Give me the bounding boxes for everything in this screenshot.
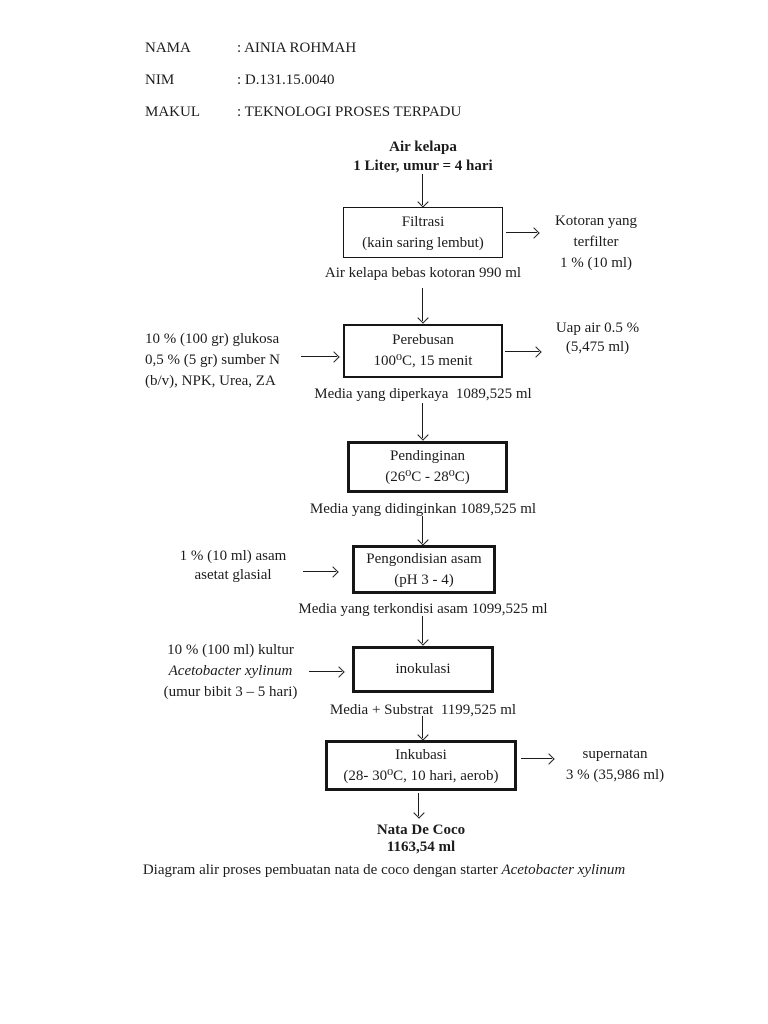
uap-line2: (5,475 ml) bbox=[565, 339, 630, 355]
glukosa-line2: 0,5 % (5 gr) sumber N bbox=[145, 352, 280, 368]
flow-box-pendinginan: Pendinginan (26⁰C - 28⁰C) bbox=[347, 441, 508, 493]
arrow-right-perebusan-to-uap-icon bbox=[505, 351, 539, 352]
arrow-right-filtrasi-to-kotoran-icon bbox=[506, 232, 537, 233]
stream-label-media-diperkaya: Media yang diperkaya 1089,525 ml bbox=[314, 386, 532, 402]
inkubasi-line2: (28- 30⁰C, 10 hari, aerob) bbox=[343, 767, 499, 784]
supernatan-line1: supernatan bbox=[582, 746, 648, 762]
figure-caption: Diagram alir proses pembuatan nata de co… bbox=[84, 860, 684, 880]
pendinginan-line2: (26⁰C - 28⁰C) bbox=[385, 469, 470, 485]
arrow-down-inkubasi-to-product-icon bbox=[418, 793, 419, 816]
flow-source-label: Air kelapa 1 Liter, umur = 4 hari bbox=[258, 138, 588, 176]
output-label-kotoran: Kotoran yang terfilter 1 % (10 ml) bbox=[540, 211, 652, 274]
arrow-right-asam-to-pengondisian-icon bbox=[303, 571, 336, 572]
flow-box-perebusan: Perebusan 100⁰C, 15 menit bbox=[343, 324, 503, 378]
supernatan-line2: 3 % (35,986 ml) bbox=[565, 767, 665, 783]
input-label-kultur: 10 % (100 ml) kultur Acetobacter xylinum… bbox=[148, 640, 313, 703]
arrow-right-glukosa-to-perebusan-icon bbox=[301, 356, 337, 357]
uap-line1: Uap air 0.5 % bbox=[555, 320, 640, 336]
kotoran-line1: Kotoran yang bbox=[554, 213, 638, 229]
student-info-header: NAMA : AINIA ROHMAH NIM : D.131.15.0040 … bbox=[145, 41, 461, 137]
asam-line2: asetat glasial bbox=[194, 567, 272, 583]
kultur-line1: 10 % (100 ml) kultur bbox=[167, 642, 294, 658]
source-subtitle: 1 Liter, umur = 4 hari bbox=[353, 158, 493, 174]
flow-box-pengondisian-asam: Pengondisian asam (pH 3 - 4) bbox=[352, 545, 496, 594]
kultur-species-line: Acetobacter xylinum bbox=[168, 663, 293, 679]
kultur-line3: (umur bibit 3 – 5 hari) bbox=[163, 684, 298, 700]
nama-value: : AINIA ROHMAH bbox=[237, 40, 357, 56]
header-row-nama: NAMA : AINIA ROHMAH bbox=[145, 41, 461, 56]
output-label-supernatan: supernatan 3 % (35,986 ml) bbox=[555, 744, 675, 786]
nama-label: NAMA bbox=[145, 40, 191, 56]
pengondisian-line1: Pengondisian asam bbox=[366, 550, 482, 567]
nim-value: : D.131.15.0040 bbox=[237, 72, 335, 88]
pendinginan-line1: Pendinginan bbox=[390, 448, 465, 464]
output-label-uap-air: Uap air 0.5 % (5,475 ml) bbox=[540, 319, 655, 357]
flow-box-inkubasi: Inkubasi (28- 30⁰C, 10 hari, aerob) bbox=[325, 740, 517, 791]
arrow-down-filtrasi-to-perebusan-icon bbox=[422, 288, 423, 321]
perebusan-line2: 100⁰C, 15 menit bbox=[373, 353, 473, 369]
input-label-asam-asetat: 1 % (10 ml) asam asetat glasial bbox=[158, 547, 308, 585]
stream-label-media-didinginkan: Media yang didinginkan 1089,525 ml bbox=[309, 501, 537, 517]
arrow-right-inkubasi-to-supernatan-icon bbox=[521, 758, 552, 759]
product-line1: Nata De Coco bbox=[376, 822, 466, 838]
makul-value: : TEKNOLOGI PROSES TERPADU bbox=[237, 104, 462, 120]
caption-species: Acetobacter xylinum bbox=[501, 862, 626, 878]
arrow-down-pendinginan-to-pengondisian-icon bbox=[422, 516, 423, 543]
header-row-nim: NIM : D.131.15.0040 bbox=[145, 73, 461, 88]
arrow-down-source-to-filtrasi-icon bbox=[422, 174, 423, 205]
flow-product-label: Nata De Coco 1163,54 ml bbox=[256, 822, 586, 856]
stream-label-media-substrat: Media + Substrat 1199,525 ml bbox=[329, 702, 517, 718]
caption-text: Diagram alir proses pembuatan nata de co… bbox=[142, 862, 502, 878]
nim-label: NIM bbox=[145, 72, 175, 88]
makul-label: MAKUL bbox=[145, 104, 200, 120]
product-line2: 1163,54 ml bbox=[386, 839, 456, 855]
input-label-glukosa: 10 % (100 gr) glukosa 0,5 % (5 gr) sumbe… bbox=[145, 329, 307, 392]
flow-box-filtrasi: Filtrasi (kain saring lembut) bbox=[343, 207, 503, 258]
stream-label-media-terkondisi: Media yang terkondisi asam 1099,525 ml bbox=[298, 601, 548, 617]
arrow-down-inokulasi-to-inkubasi-icon bbox=[422, 716, 423, 738]
filtrasi-line2: (kain saring lembut) bbox=[362, 234, 484, 251]
inokulasi-line1: inokulasi bbox=[395, 661, 451, 677]
glukosa-line1: 10 % (100 gr) glukosa bbox=[145, 331, 280, 347]
header-row-makul: MAKUL : TEKNOLOGI PROSES TERPADU bbox=[145, 105, 461, 120]
arrow-right-kultur-to-inokulasi-icon bbox=[309, 671, 342, 672]
perebusan-line1: Perebusan bbox=[392, 332, 454, 348]
inkubasi-line1: Inkubasi bbox=[395, 746, 447, 763]
kotoran-line3: 1 % (10 ml) bbox=[559, 255, 633, 271]
pengondisian-line2: (pH 3 - 4) bbox=[394, 571, 454, 588]
asam-line1: 1 % (10 ml) asam bbox=[179, 548, 287, 564]
arrow-down-pengondisian-to-inokulasi-icon bbox=[422, 616, 423, 643]
arrow-down-perebusan-to-pendinginan-icon bbox=[422, 403, 423, 438]
stream-label-air-kelapa-bebas: Air kelapa bebas kotoran 990 ml bbox=[324, 265, 522, 281]
filtrasi-line1: Filtrasi bbox=[401, 213, 445, 230]
source-title: Air kelapa bbox=[389, 139, 457, 155]
kotoran-line2: terfilter bbox=[573, 234, 619, 250]
glukosa-line3: (b/v), NPK, Urea, ZA bbox=[145, 373, 276, 389]
flow-box-inokulasi: inokulasi bbox=[352, 646, 494, 693]
